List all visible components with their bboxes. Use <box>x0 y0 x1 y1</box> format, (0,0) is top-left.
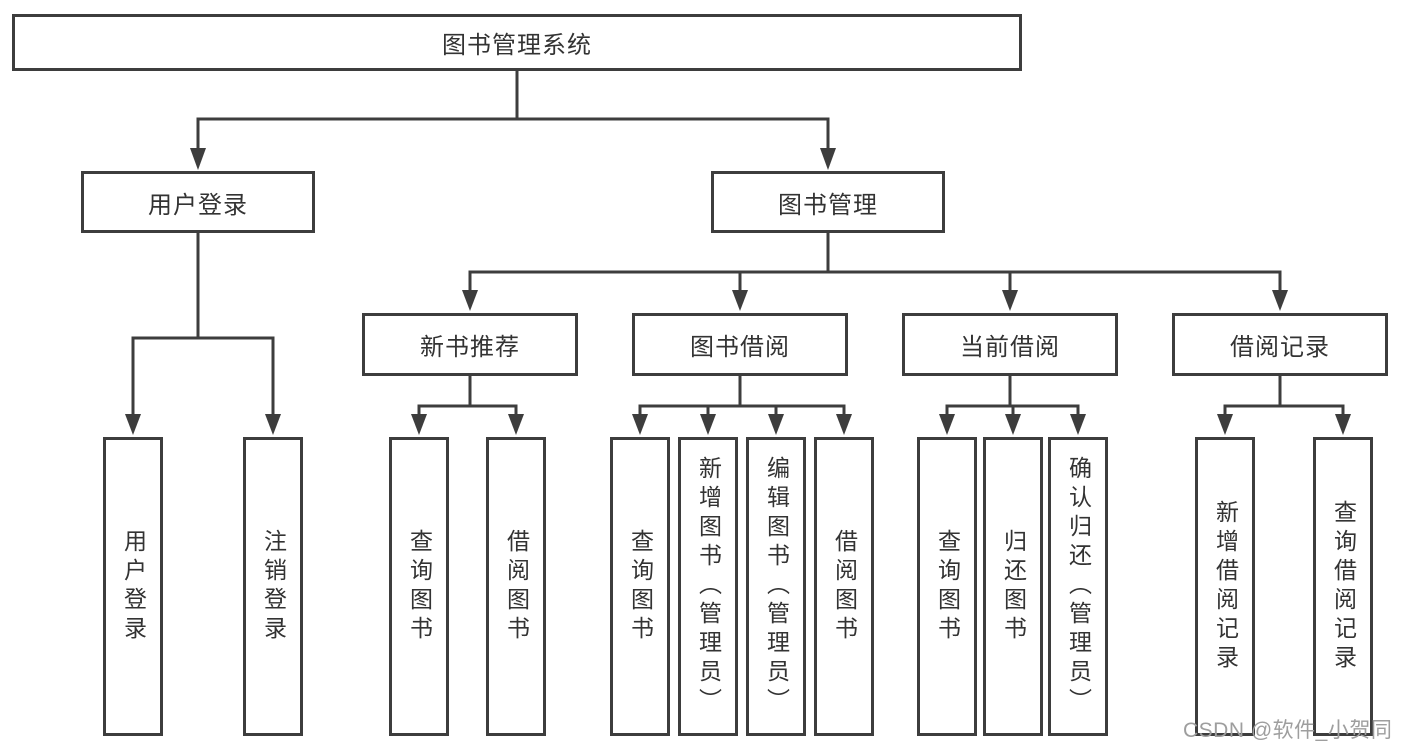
leaf-query-books-newbook: 查询图书 <box>389 437 449 736</box>
leaf-label: 查询图书 <box>934 528 961 645</box>
arrow-down-icon <box>700 414 716 435</box>
leaf-label: 新增图书（管理员） <box>695 456 722 717</box>
leaf-return-books: 归还图书 <box>983 437 1043 736</box>
node-root-system: 图书管理系统 <box>12 14 1022 71</box>
leaf-label: 查询图书 <box>627 528 654 645</box>
node-new-book-recommend: 新书推荐 <box>362 313 578 376</box>
arrow-down-icon <box>1002 290 1018 311</box>
arrow-down-icon <box>768 414 784 435</box>
arrow-down-icon <box>462 290 478 311</box>
arrow-down-icon <box>508 414 524 435</box>
arrow-down-icon <box>1335 414 1351 435</box>
leaf-label: 借阅图书 <box>831 528 858 645</box>
arrow-down-icon <box>632 414 648 435</box>
csdn-watermark: CSDN @软件_小贺同学 <box>1183 719 1393 742</box>
arrow-down-icon <box>820 148 836 170</box>
node-user-login: 用户登录 <box>81 171 315 233</box>
arrow-down-icon <box>411 414 427 435</box>
arrowheads <box>125 148 1351 435</box>
arrow-down-icon <box>265 414 281 435</box>
leaf-confirm-return-admin: 确认归还（管理员） <box>1048 437 1108 736</box>
leaf-query-books-borrowing: 查询图书 <box>610 437 670 736</box>
leaf-label: 编辑图书（管理员） <box>763 456 790 717</box>
node-current-borrowing: 当前借阅 <box>902 313 1118 376</box>
arrow-down-icon <box>1217 414 1233 435</box>
leaf-add-borrow-record: 新增借阅记录 <box>1195 437 1255 736</box>
leaf-query-books-current: 查询图书 <box>917 437 977 736</box>
leaf-user-login: 用户登录 <box>103 437 163 736</box>
arrow-down-icon <box>836 414 852 435</box>
arrow-down-icon <box>1070 414 1086 435</box>
leaf-label: 新增借阅记录 <box>1212 499 1239 674</box>
arrow-down-icon <box>190 148 206 170</box>
connector-lines <box>131 69 1345 420</box>
node-book-management: 图书管理 <box>711 171 945 233</box>
leaf-borrow-books-newbook: 借阅图书 <box>486 437 546 736</box>
arrow-down-icon <box>732 290 748 311</box>
leaf-label: 确认归还（管理员） <box>1065 456 1092 717</box>
arrow-down-icon <box>1005 414 1021 435</box>
leaf-edit-books-admin: 编辑图书（管理员） <box>746 437 806 736</box>
leaf-label: 用户登录 <box>120 528 147 645</box>
arrow-down-icon <box>125 414 141 435</box>
leaf-add-books-admin: 新增图书（管理员） <box>678 437 738 736</box>
arrow-down-icon <box>939 414 955 435</box>
leaf-label: 归还图书 <box>1000 528 1027 645</box>
leaf-label: 借阅图书 <box>503 528 530 645</box>
leaf-label: 注销登录 <box>260 528 287 645</box>
leaf-borrow-books-borrowing: 借阅图书 <box>814 437 874 736</box>
node-book-borrowing: 图书借阅 <box>632 313 848 376</box>
leaf-query-borrow-record: 查询借阅记录 <box>1313 437 1373 736</box>
leaf-logout: 注销登录 <box>243 437 303 736</box>
node-borrowing-records: 借阅记录 <box>1172 313 1388 376</box>
arrow-down-icon <box>1272 290 1288 311</box>
leaf-label: 查询图书 <box>406 528 433 645</box>
leaf-label: 查询借阅记录 <box>1330 499 1357 674</box>
